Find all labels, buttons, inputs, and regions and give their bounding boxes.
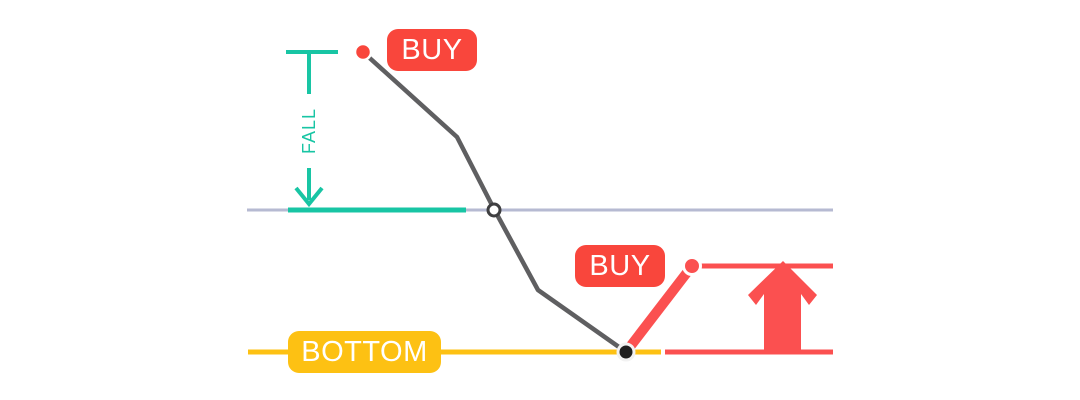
mid-crossing-dot	[486, 202, 502, 218]
bottom-badge: BOTTOM	[288, 331, 441, 373]
buy-badge-top: BUY	[387, 29, 477, 71]
rebound-segment	[621, 261, 697, 357]
price-path	[360, 49, 629, 355]
fall-label: FALL	[299, 107, 319, 155]
buy-point-rebound-dot	[682, 256, 702, 276]
buy-badge-rebound: BUY	[575, 245, 665, 287]
bottom-point-dot	[616, 342, 636, 362]
rise-arrow-icon	[748, 261, 817, 353]
fall-arrowhead-icon	[294, 186, 324, 208]
buy-point-top-dot	[353, 42, 373, 62]
